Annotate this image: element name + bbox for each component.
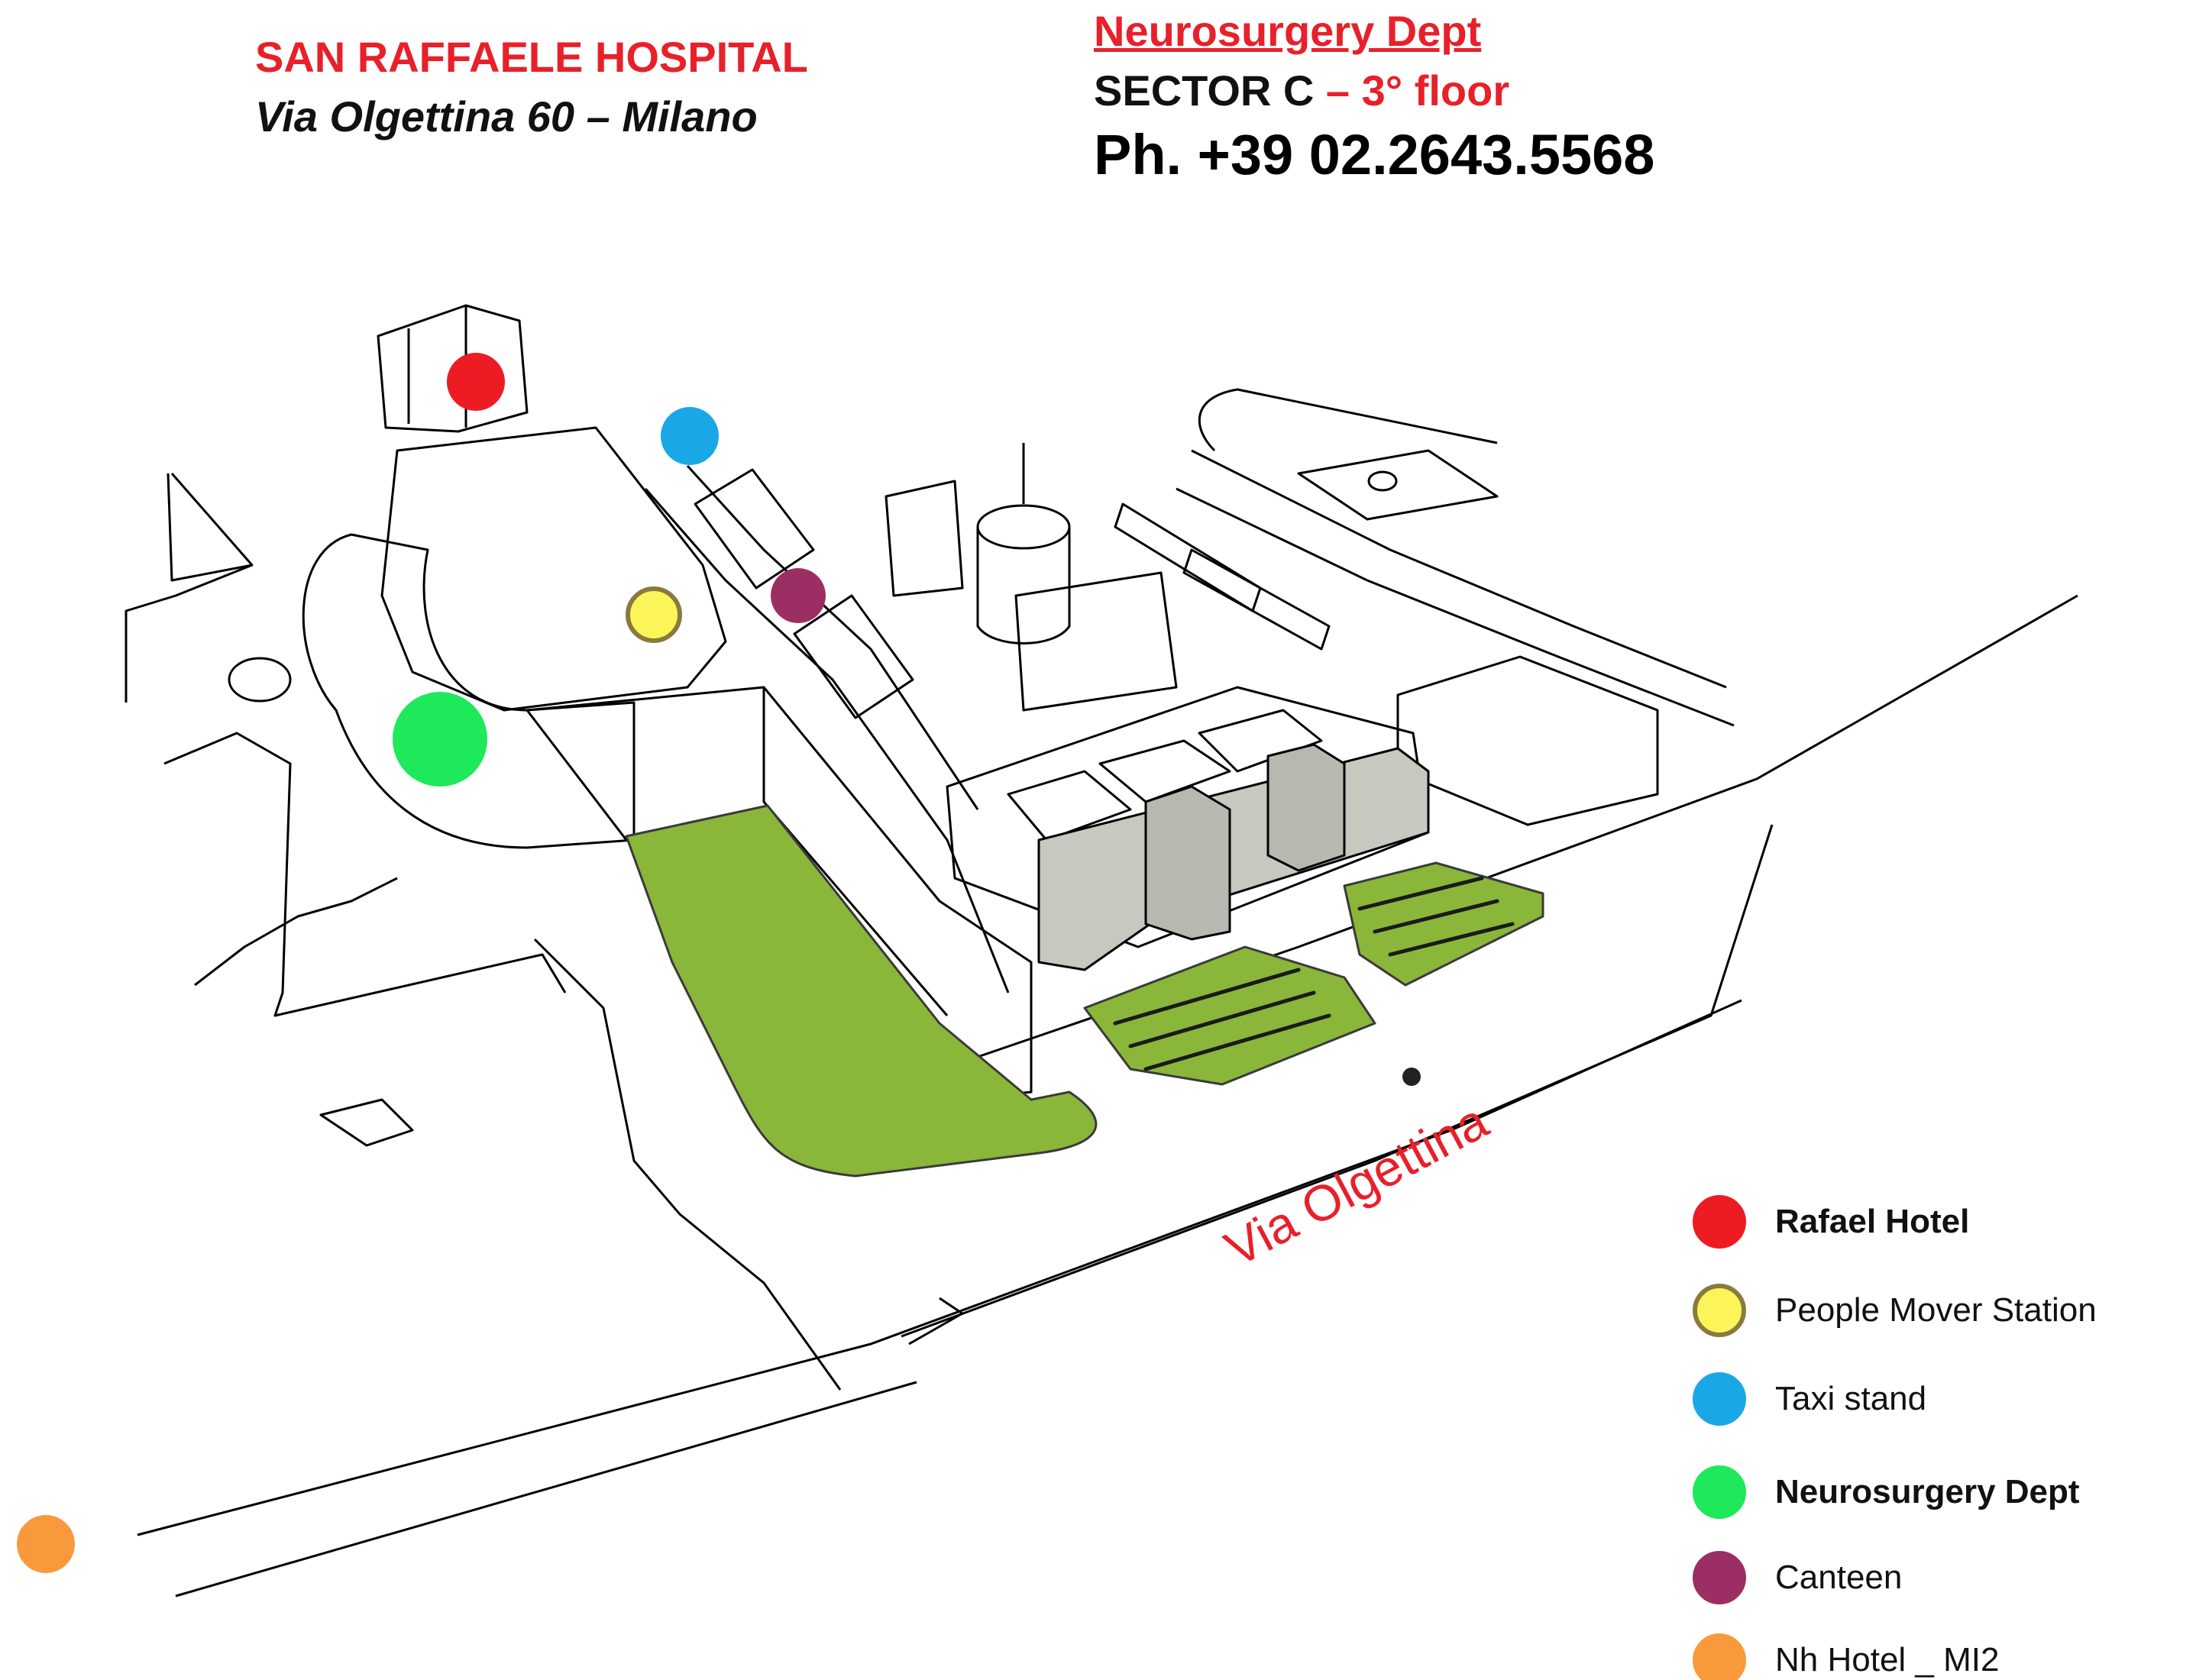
marker-people-mover [626, 586, 682, 643]
marker-rafael-hotel [447, 353, 505, 411]
sector-label: SECTOR C [1094, 66, 1315, 115]
legend-item-canteen: Canteen [1693, 1547, 1902, 1608]
lawns [625, 804, 1544, 1178]
yellow-dot-icon [1693, 1284, 1746, 1337]
sector-floor: SECTOR C – 3° floor [1094, 66, 1509, 115]
chimney-building [885, 480, 964, 597]
road-loop [1198, 388, 1498, 452]
road-via-olgettina-bottom [901, 824, 1774, 1338]
purple-dot-icon [1693, 1551, 1746, 1604]
road-east-diagonal-2 [1176, 487, 1735, 727]
road-bottom-b [175, 1381, 917, 1598]
road-east-diagonal [1191, 449, 1727, 689]
road-center-bend [533, 938, 842, 1391]
bar-building-1 [1114, 502, 1262, 612]
legend-item-neurosurgery: Neurosurgery Dept [1693, 1462, 2080, 1523]
curved-building-left [302, 533, 636, 849]
street-label: Via Olgettina [1216, 1092, 1497, 1277]
legend-label: Rafael Hotel [1775, 1203, 1970, 1240]
east-building [1396, 655, 1659, 826]
parking-rect-2 [793, 594, 914, 719]
phone-number: Ph. +39 02.2643.5568 [1094, 123, 1655, 186]
hospital-address: Via Olgettina 60 – Milano [255, 92, 758, 141]
floor-label: – 3° floor [1314, 66, 1510, 115]
legend-label: Canteen [1775, 1559, 1903, 1596]
dept-title: Neurosurgery Dept [1094, 7, 1482, 55]
sports-field [1297, 449, 1499, 521]
legend-item-people-mover: People Mover Station [1693, 1280, 2097, 1341]
green-dot-icon [1693, 1465, 1746, 1519]
road-center-vertical [644, 488, 1010, 993]
legend-label: People Mover Station [1775, 1291, 2097, 1329]
road-left-upper [125, 473, 254, 703]
blue-dot-icon [1693, 1372, 1746, 1426]
orange-dot-icon [1693, 1633, 1746, 1680]
legend-item-nh-hotel: Nh Hotel _ MI2 [1693, 1630, 1999, 1680]
main-gray-building [1037, 743, 1430, 971]
roundabout [228, 657, 292, 703]
hospital-name: SAN RAFFAELE HOSPITAL [255, 33, 808, 81]
north-building [1014, 571, 1178, 712]
marker-canteen [771, 568, 826, 623]
bar-building-2 [1182, 548, 1331, 651]
legend-label: Neurosurgery Dept [1775, 1473, 2080, 1510]
marker-neurosurgery [393, 692, 487, 787]
legend-item-rafael-hotel: Rafael Hotel [1693, 1191, 1969, 1252]
lawn-large [625, 804, 1098, 1178]
plaza-outline [380, 426, 727, 712]
legend-item-taxi-stand: Taxi stand [1693, 1368, 1926, 1430]
legend-label: Taxi stand [1775, 1380, 1927, 1417]
legend-label: Nh Hotel _ MI2 [1775, 1641, 2000, 1678]
parking-rect-1 [694, 468, 815, 590]
road-center-vertical-2 [686, 464, 979, 810]
marker-taxi-stand [661, 407, 719, 465]
road-left-edge [194, 877, 398, 987]
marker-nh-hotel [17, 1515, 75, 1573]
red-dot-icon [1693, 1195, 1746, 1249]
road-left-lower [163, 732, 567, 1017]
